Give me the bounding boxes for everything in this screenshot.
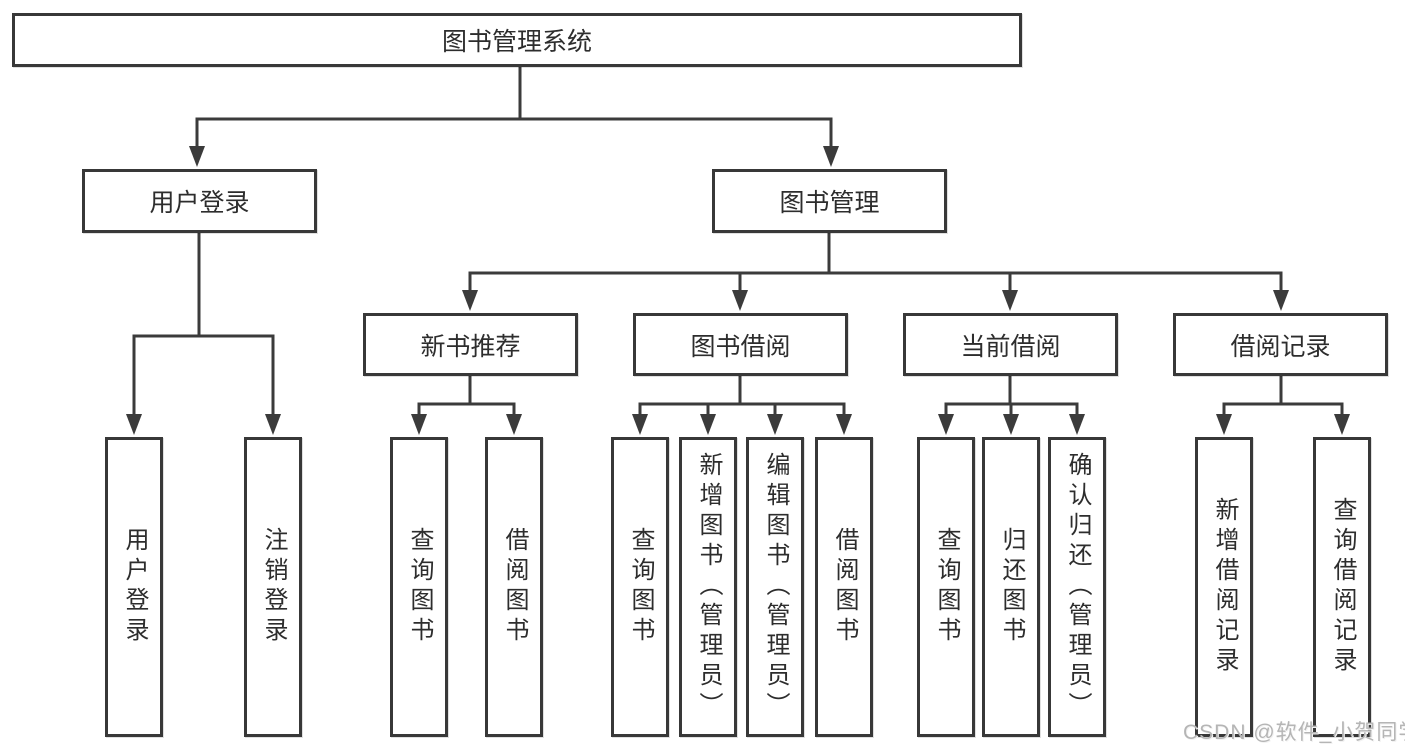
node-add-books-admin: 新增图书（管理员）	[679, 437, 737, 737]
node-label: 归还图书	[998, 527, 1025, 647]
node-label: 查询借阅记录	[1329, 497, 1356, 677]
node-label: 注销登录	[260, 527, 287, 647]
node-edit-books-admin: 编辑图书（管理员）	[746, 437, 804, 737]
node-user-login: 用户登录	[82, 169, 317, 233]
node-label: 借阅图书	[501, 527, 528, 647]
node-label: 图书管理系统	[441, 28, 592, 56]
watermark: CSDN @软件_小贺同学	[1183, 721, 1405, 744]
node-label: 新书推荐	[420, 332, 521, 361]
node-return-books: 归还图书	[982, 437, 1040, 737]
node-label: 查询图书	[627, 527, 654, 647]
node-borrow-books-under-borrow: 借阅图书	[815, 437, 873, 737]
node-user-login-leaf: 用户登录	[105, 437, 163, 737]
node-label: 借阅记录	[1230, 332, 1331, 361]
node-label: 查询图书	[933, 527, 960, 647]
node-add-borrow-record: 新增借阅记录	[1195, 437, 1253, 737]
node-label: 图书借阅	[690, 332, 791, 361]
node-label: 当前借阅	[960, 332, 1061, 361]
node-label: 确认归还（管理员）	[1064, 452, 1091, 722]
node-label: 新增借阅记录	[1211, 497, 1238, 677]
node-label: 借阅图书	[831, 527, 858, 647]
node-confirm-return-admin: 确认归还（管理员）	[1048, 437, 1106, 737]
node-book-management: 图书管理	[712, 169, 947, 233]
node-label: 编辑图书（管理员）	[762, 452, 789, 722]
node-root: 图书管理系统	[12, 13, 1022, 67]
node-label: 查询图书	[406, 527, 433, 647]
node-label: 用户登录	[121, 527, 148, 647]
node-logout-leaf: 注销登录	[244, 437, 302, 737]
node-borrow-books-under-recommend: 借阅图书	[485, 437, 543, 737]
node-query-books-under-current: 查询图书	[917, 437, 975, 737]
node-current-borrow: 当前借阅	[903, 313, 1118, 376]
node-label: 新增图书（管理员）	[695, 452, 722, 722]
node-new-book-recommend: 新书推荐	[363, 313, 578, 376]
node-query-books-under-recommend: 查询图书	[390, 437, 448, 737]
node-label: 图书管理	[779, 189, 880, 217]
node-query-borrow-record: 查询借阅记录	[1313, 437, 1371, 737]
node-borrow-records: 借阅记录	[1173, 313, 1388, 376]
node-book-borrow: 图书借阅	[633, 313, 848, 376]
node-query-books-under-borrow: 查询图书	[611, 437, 669, 737]
node-label: 用户登录	[149, 189, 250, 217]
